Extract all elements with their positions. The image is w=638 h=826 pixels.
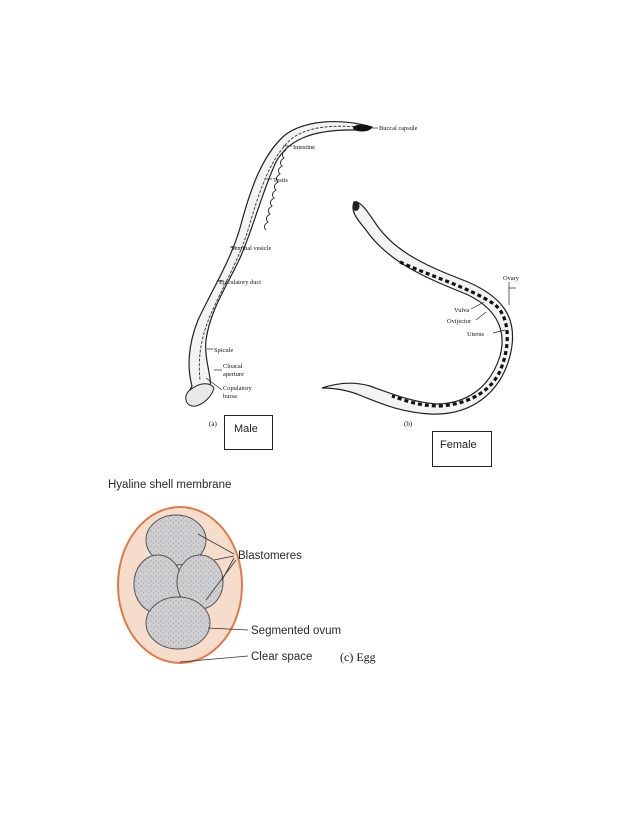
label-copulatory: Copulatory: [223, 385, 253, 392]
label-ovijector: Ovijector: [447, 318, 472, 325]
label-blastomeres: Blastomeres: [238, 550, 302, 562]
label-vulva: Vulva: [454, 307, 469, 314]
label-aperture: aperture: [223, 371, 244, 378]
label-hyaline-shell-membrane: Hyaline shell membrane: [108, 479, 231, 491]
male-leader-lines: [205, 127, 378, 391]
male-caption-box: Male: [224, 415, 273, 450]
egg: [117, 506, 243, 664]
label-intestine: Intestine: [293, 144, 315, 151]
label-testis: Testis: [273, 177, 288, 184]
female-caption: Female: [440, 439, 477, 451]
male-caption: Male: [234, 423, 258, 435]
egg-leader-lines: [179, 533, 249, 663]
label-spicule: Spicule: [214, 347, 233, 354]
label-uterus: Uterus: [467, 331, 485, 338]
egg-caption: (c) Egg: [340, 650, 376, 664]
panel-label-a: (a): [209, 420, 217, 428]
label-segmented-ovum: Segmented ovum: [251, 625, 341, 637]
male-worm-body-outline: [186, 121, 373, 404]
female-head: [352, 201, 360, 211]
male-worm-testis-coil: [263, 149, 287, 231]
label-cloacal: Cloacal: [223, 363, 243, 370]
male-worm: [185, 121, 373, 407]
label-bursa: bursa: [223, 393, 237, 400]
female-worm: [321, 201, 514, 415]
label-buccal-capsule: Buccal capsule: [379, 125, 418, 132]
copulatory-bursa: [185, 383, 215, 407]
blastomere-bottom: [145, 596, 211, 650]
female-caption-box: Female: [432, 431, 492, 467]
female-worm-uterus: [391, 260, 509, 408]
label-ovary: Ovary: [503, 275, 520, 282]
female-leader-lines: [470, 282, 516, 334]
buccal-capsule-head: [353, 124, 371, 132]
male-worm-gut: [198, 125, 369, 381]
label-clear-space: Clear space: [251, 651, 312, 663]
label-seminal-vesicle: Seminal vesicle: [231, 245, 271, 252]
female-worm-body-outline: [321, 201, 514, 415]
label-ejaculatory-duct: Ejaculatory duct: [219, 279, 261, 286]
panel-label-b: (b): [404, 420, 413, 428]
